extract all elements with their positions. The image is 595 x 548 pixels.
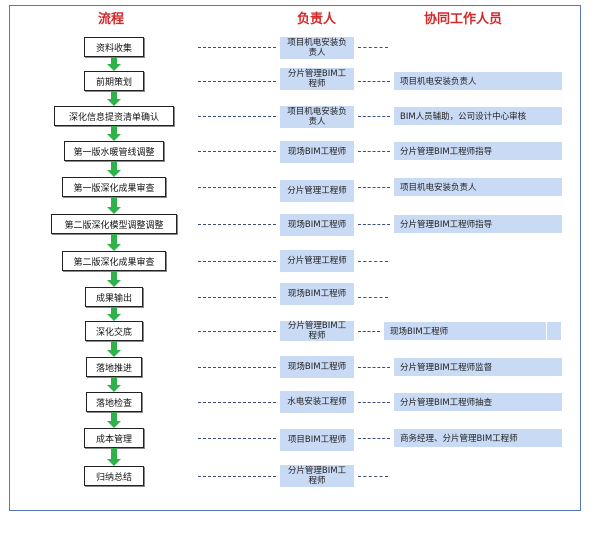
dashed-connector (198, 438, 276, 439)
dashed-connector (198, 476, 276, 477)
dashed-connector (198, 402, 276, 403)
process-step: 第二版深化模型调整调整 (51, 214, 177, 234)
responsible-box: 项目机电安装负责人 (280, 106, 354, 128)
flow-arrow (107, 377, 121, 392)
dashed-connector (198, 367, 276, 368)
dashed-connector (198, 297, 276, 298)
header-collaborators: 协同工作人员 (424, 12, 503, 27)
flow-arrow (107, 91, 121, 106)
collaborator-box: 分片管理BIM工程师指导 (394, 215, 562, 233)
dashed-connector (198, 331, 276, 332)
responsible-box: 水电安装工程师 (280, 391, 354, 413)
dashed-connector (198, 224, 276, 225)
dashed-connector (358, 476, 388, 477)
dashed-connector (358, 151, 390, 152)
responsible-box: 项目机电安装负责人 (280, 37, 354, 59)
dashed-connector (358, 367, 390, 368)
collaborator-box: 分片管理BIM工程师监督 (394, 358, 562, 376)
responsible-box: 现场BIM工程师 (280, 214, 354, 236)
flow-arrow (107, 161, 121, 177)
collaborator-box: 商务经理、分片管理BIM工程师 (394, 429, 562, 447)
dashed-connector (358, 116, 390, 117)
responsible-box: 现场BIM工程师 (280, 141, 354, 163)
collaborator-box: BIM人员辅助，公司设计中心审核 (394, 107, 562, 125)
dashed-connector (358, 187, 390, 188)
process-step: 落地检查 (86, 392, 142, 412)
process-step: 成果输出 (85, 287, 143, 307)
flow-arrow (107, 57, 121, 71)
dashed-connector (358, 81, 390, 82)
flow-arrow (107, 341, 121, 357)
dashed-connector (358, 438, 390, 439)
dashed-connector (358, 297, 388, 298)
responsible-box: 分片管理BIM工程师 (280, 465, 354, 487)
process-step: 第一版深化成果审查 (62, 177, 166, 197)
responsible-box: 现场BIM工程师 (280, 356, 354, 378)
dashed-connector (358, 261, 388, 262)
responsible-box: 分片管理工程师 (280, 180, 354, 202)
dashed-connector (358, 224, 390, 225)
diagram-frame (9, 5, 581, 511)
collaborator-box: 项目机电安装负责人 (394, 178, 562, 196)
responsible-box: 分片管理BIM工程师 (280, 68, 354, 90)
process-step: 前期策划 (84, 71, 144, 91)
dashed-connector (198, 47, 276, 48)
flow-arrow (107, 307, 121, 321)
collaborator-accent (547, 322, 561, 340)
dashed-connector (358, 331, 380, 332)
collaborator-box: 分片管理BIM工程师指导 (394, 142, 562, 160)
process-step: 归纳总结 (84, 466, 144, 486)
dashed-connector (358, 47, 388, 48)
responsible-box: 分片管理BIM工程师 (280, 321, 354, 341)
dashed-connector (198, 261, 276, 262)
dashed-connector (358, 402, 390, 403)
collaborator-box: 项目机电安装负责人 (394, 72, 562, 90)
flow-arrow (107, 126, 121, 141)
flow-arrow (107, 412, 121, 428)
responsible-box: 项目BIM工程师 (280, 429, 354, 451)
dashed-connector (198, 187, 276, 188)
header-responsible: 负责人 (297, 12, 337, 27)
flow-arrow (107, 234, 121, 251)
process-step: 深化信息提资清单确认 (54, 106, 174, 126)
responsible-box: 现场BIM工程师 (280, 283, 354, 305)
flow-arrow (107, 271, 121, 287)
process-step: 资料收集 (84, 37, 144, 57)
collaborator-box: 分片管理BIM工程师抽查 (394, 393, 562, 411)
dashed-connector (198, 116, 276, 117)
flow-arrow (107, 197, 121, 214)
header-process: 流程 (98, 12, 125, 27)
process-step: 成本管理 (84, 428, 144, 448)
process-step: 深化交底 (85, 321, 143, 341)
responsible-box: 分片管理工程师 (280, 250, 354, 272)
process-step: 落地推进 (86, 357, 142, 377)
flow-arrow (107, 448, 121, 466)
dashed-connector (198, 151, 276, 152)
collaborator-box: 现场BIM工程师 (384, 322, 546, 340)
process-step: 第一版水暖管线调整 (64, 141, 164, 161)
dashed-connector (198, 81, 276, 82)
process-step: 第二版深化成果审查 (62, 251, 166, 271)
